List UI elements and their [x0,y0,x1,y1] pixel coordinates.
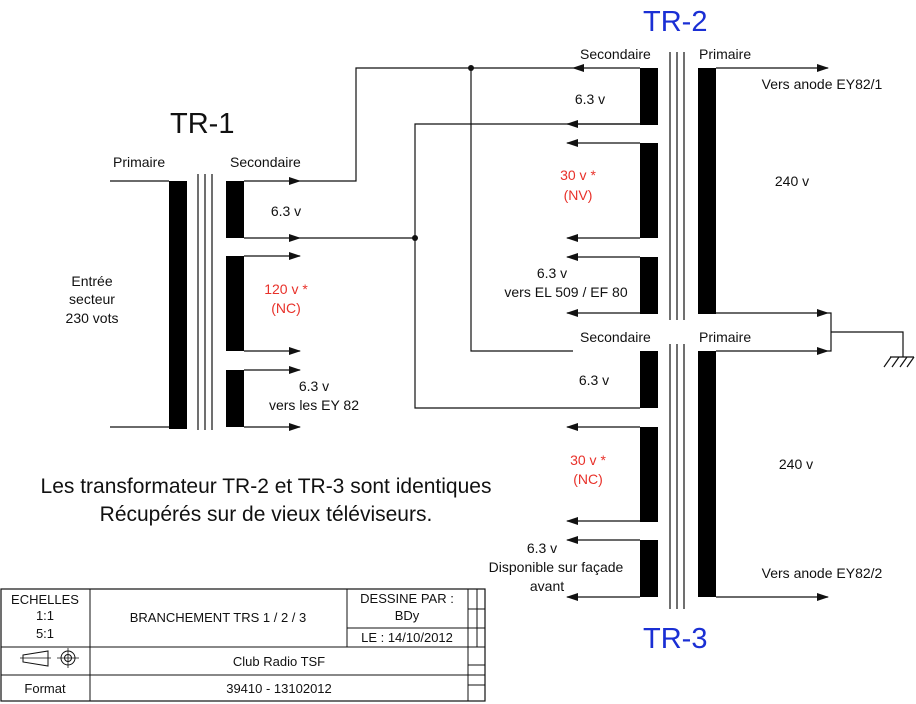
interconnect-wires [300,64,640,409]
tr1-w2-note: (NC) [271,300,301,316]
tr2-primary-voltage: 240 v [775,173,809,189]
tr2-secondary-winding-1 [640,68,658,125]
tr2-secondary-label: Secondaire [580,46,651,62]
tr2-w2-voltage: 30 v * [560,167,596,183]
ground-hatch [899,356,908,368]
transformer-tr3: TR-3 Secondaire Primaire 6.3 v 30 v * (N… [489,329,883,655]
tr1-secondary-winding-1 [226,181,244,238]
note: Les transformateur TR-2 et TR-3 sont ide… [41,475,492,526]
ground-connection [716,309,915,368]
transformer-tr1: TR-1 Primaire Secondaire Entrée secteur … [66,108,359,431]
tr1-w3-note: vers les EY 82 [269,397,359,413]
title-block-frame [0,588,486,702]
tb-scale-1: 1:1 [36,608,54,623]
tr2-anode-label: Vers anode EY82/1 [762,76,883,92]
tr2-secondary-winding-2 [640,143,658,238]
note-line-2: Récupérés sur de vieux téléviseurs. [100,503,433,526]
projection-symbol-icon [20,648,79,668]
note-line-1: Les transformateur TR-2 et TR-3 sont ide… [41,475,492,498]
tr3-secondary-winding-2 [640,427,658,522]
tr1-title: TR-1 [170,108,234,140]
junction-dot [468,65,474,71]
tr3-w2-note: (NC) [573,471,603,487]
tb-club: Club Radio TSF [233,654,325,669]
ground-hatch [906,356,915,368]
tr2-w2-note: (NV) [564,187,593,203]
tr1-secondary-winding-3 [226,370,244,427]
tb-drawing-title: BRANCHEMENT TRS 1 / 2 / 3 [130,610,307,625]
tr2-primary-winding [698,68,716,314]
tr3-primary-winding [698,351,716,597]
tr2-w3-voltage: 6.3 v [537,265,567,281]
tr1-w1-voltage: 6.3 v [271,203,301,219]
tr3-w3-voltage: 6.3 v [527,540,557,556]
tr3-w1-voltage: 6.3 v [579,372,609,388]
tr1-secondary-label: Secondaire [230,154,301,170]
ground-wire [831,331,904,357]
tr1-primary-winding [169,181,187,429]
tr1-secondary-winding-2 [226,256,244,351]
tr3-secondary-label: Secondaire [580,329,651,345]
tr3-anode-label: Vers anode EY82/2 [762,565,883,581]
tr3-w3-note: avant [530,578,564,594]
tr1-w2-voltage: 120 v * [264,281,308,297]
tr3-secondary-winding-1 [640,351,658,408]
tb-format-label: Format [24,681,66,696]
tb-reference: 39410 - 13102012 [226,681,332,696]
tb-scales-label: ECHELLES [11,592,79,607]
ground-hatch [891,356,900,368]
wire-tr1-to-tr2-a [300,67,573,182]
tr2-secondary-winding-3 [640,257,658,314]
tr2-title: TR-2 [643,6,707,38]
wire-tr2-to-tr3-a [470,68,573,352]
tr2-w3-note: vers EL 509 / EF 80 [504,284,627,300]
transformer-tr2: TR-2 Secondaire Primaire 6.3 v 30 v * (N… [504,6,883,320]
wire-node-to-tr3-b [414,238,640,409]
tr3-secondary-winding-3 [640,540,658,597]
tr3-primary-voltage: 240 v [779,456,813,472]
ground-hatch [883,356,892,368]
wire-node-to-tr2-b [414,123,640,238]
tr2-w1-voltage: 6.3 v [575,91,605,107]
tr2-primary-label: Primaire [699,46,751,62]
tb-drawn-by-label: DESSINE PAR : [360,591,454,606]
tr1-primary-label: Primaire [113,154,165,170]
tr3-title: TR-3 [643,623,707,655]
tr3-w2-voltage: 30 v * [570,452,606,468]
tb-scale-2: 5:1 [36,626,54,641]
tb-drawn-by: BDy [395,608,420,623]
tr3-w3-note: Disponible sur façade [489,559,624,575]
tb-date: LE : 14/10/2012 [361,630,453,645]
tr3-primary-label: Primaire [699,329,751,345]
tr1-input-label: 230 vots [66,310,119,326]
tr1-input-label: Entrée [71,273,112,289]
title-block: ECHELLES 1:1 5:1 BRANCHEMENT TRS 1 / 2 /… [0,588,486,702]
return-bridge [828,312,832,352]
tr1-input-label: secteur [69,291,115,307]
tr1-w3-voltage: 6.3 v [299,378,329,394]
